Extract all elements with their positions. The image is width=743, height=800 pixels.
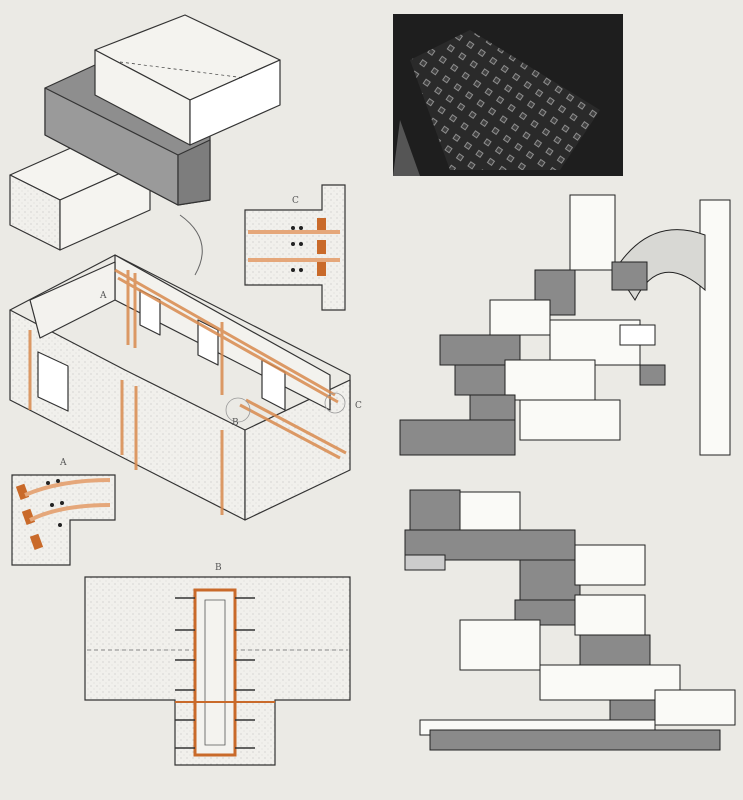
model-photograph	[393, 14, 623, 176]
label-a: A	[99, 291, 107, 301]
label-b: B	[232, 418, 239, 428]
label-c: C	[355, 401, 362, 411]
detail-c: C	[244, 184, 346, 311]
assembly-arrow	[179, 214, 203, 276]
joint-callout-circles	[225, 392, 346, 423]
module-assembly-isometric	[9, 14, 281, 251]
detail-c-title: C	[292, 196, 299, 206]
building-section-upper	[399, 194, 731, 456]
detail-a: A	[11, 458, 116, 566]
detail-b-title: B	[215, 563, 222, 573]
post-tensioning-tendons	[28, 268, 347, 515]
detail-b: B	[84, 563, 351, 766]
detail-a-title: A	[59, 458, 67, 468]
building-section-lower	[404, 489, 736, 751]
